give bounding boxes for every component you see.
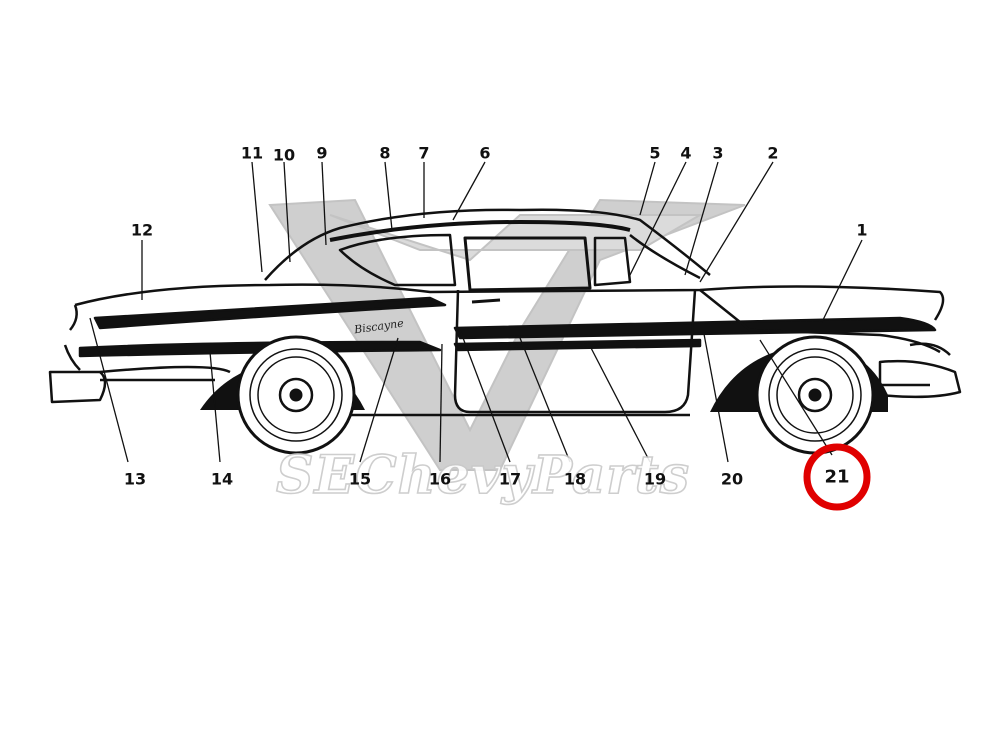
callout-17: 17 [498,469,522,489]
callout-18: 18 [563,469,587,489]
callout-20: 20 [720,469,744,489]
front-wheel [755,335,875,455]
callout-19: 19 [643,469,667,489]
callout-4: 4 [680,143,692,163]
callout-15: 15 [348,469,372,489]
callout-1: 1 [856,220,868,240]
callout-11: 11 [240,143,264,163]
callout-21: 21 [824,466,850,488]
rear-wheel [236,335,356,455]
callout-13: 13 [123,469,147,489]
watermark-text: SEChevyParts [275,444,690,507]
callout-7: 7 [418,143,430,163]
callout-10: 10 [272,145,296,165]
callout-9: 9 [316,143,328,163]
callout-3: 3 [712,143,724,163]
callout-12: 12 [130,220,154,240]
callout-2: 2 [767,143,779,163]
callout-16: 16 [428,469,452,489]
callout-8: 8 [379,143,391,163]
highlight-circle [803,443,871,511]
leader-lines [89,161,863,463]
callout-14: 14 [210,469,234,489]
car-body [48,208,962,417]
callout-6: 6 [479,143,491,163]
callout-5: 5 [649,143,661,163]
